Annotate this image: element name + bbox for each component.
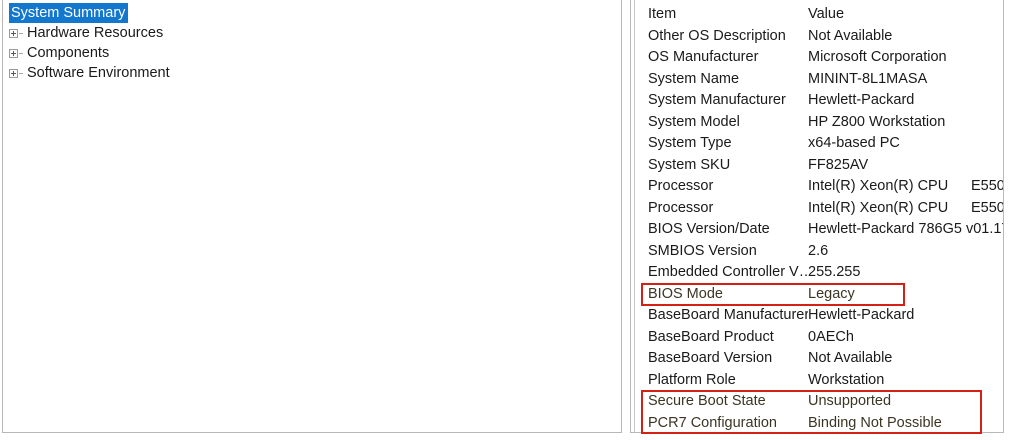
detail-item-value-secondary: E5506	[971, 199, 1003, 216]
tree-item-label: Components	[27, 45, 110, 61]
detail-row[interactable]: SMBIOS Version 2.6	[631, 241, 1003, 263]
detail-item-value: Binding Not Possible	[808, 414, 942, 431]
tree-item-label: Software Environment	[27, 65, 170, 81]
detail-item-value: 2.6	[808, 242, 829, 259]
detail-item-value: x64-based PC	[808, 135, 900, 151]
detail-row[interactable]: Processor Intel(R) Xeon(R) CPU E5506	[631, 198, 1003, 220]
expand-plus-icon[interactable]	[9, 48, 18, 58]
detail-item-name: Other OS Description	[648, 27, 786, 44]
expand-plus-icon[interactable]	[9, 68, 18, 78]
tree-item-system-summary[interactable]: System Summary	[3, 3, 621, 23]
expand-plus-icon[interactable]	[9, 28, 18, 38]
detail-row[interactable]: BaseBoard Version Not Available	[631, 348, 1003, 370]
detail-item-name: BIOS Version/Date	[648, 221, 770, 237]
detail-row[interactable]: System Manufacturer Hewlett-Packard	[631, 90, 1003, 112]
detail-row[interactable]: Platform Role Workstation	[631, 370, 1003, 392]
detail-row[interactable]: System Name MININT-8L1MASA	[631, 69, 1003, 91]
detail-item-value: Intel(R) Xeon(R) CPU	[808, 199, 949, 216]
detail-row[interactable]: Embedded Controller V…255.255	[631, 262, 1003, 284]
detail-item-value: MININT-8L1MASA	[808, 70, 928, 87]
detail-item-value: Not Available	[808, 350, 893, 366]
detail-item-name: Processor	[648, 199, 714, 216]
detail-item-name: System Model	[648, 113, 740, 130]
detail-item-value: Workstation	[808, 371, 885, 388]
tree-connector-line	[19, 73, 23, 74]
detail-item-value: Legacy	[808, 285, 855, 302]
tree-item-components[interactable]: Components	[3, 43, 621, 63]
detail-item-name: SMBIOS Version	[648, 242, 757, 259]
detail-item-value: FF825AV	[808, 156, 869, 173]
detail-item-name: Platform Role	[648, 371, 736, 388]
detail-item-name: BaseBoard Version	[648, 350, 773, 366]
detail-item-value: Hewlett-Packard	[808, 92, 915, 108]
tree-item-software-environment[interactable]: Software Environment	[3, 63, 621, 83]
detail-item-value-secondary: E5506	[971, 178, 1003, 194]
detail-column-header-row: Item Value	[631, 4, 1003, 26]
detail-item-name: System Type	[648, 135, 732, 151]
detail-item-name: System Name	[648, 70, 740, 87]
detail-row[interactable]: System Type x64-based PC	[631, 133, 1003, 155]
detail-item-name: BIOS Mode	[648, 285, 723, 302]
detail-row[interactable]: BIOS Mode Legacy	[631, 284, 1003, 306]
detail-item-value: Hewlett-Packard 786G5 v01.17, 8/	[808, 221, 1003, 237]
detail-row[interactable]: System SKU FF825AV	[631, 155, 1003, 177]
detail-row[interactable]: PCR7 Configuration Binding Not Possible	[631, 413, 1003, 433]
detail-row[interactable]: Processor Intel(R) Xeon(R) CPU E5506	[631, 176, 1003, 198]
detail-item-value: 0AECh	[808, 328, 854, 345]
tree-connector-line	[19, 33, 23, 34]
detail-item-value: Microsoft Corporation	[808, 49, 947, 65]
column-header-value[interactable]: Value	[808, 6, 845, 22]
detail-item-value: Intel(R) Xeon(R) CPU	[808, 178, 949, 194]
detail-item-value: Unsupported	[808, 393, 892, 409]
detail-row[interactable]: System Model HP Z800 Workstation	[631, 112, 1003, 134]
detail-item-name: System SKU	[648, 156, 731, 173]
detail-item-value: Not Available	[808, 27, 893, 44]
detail-row[interactable]: Secure Boot State Unsupported	[631, 391, 1003, 413]
detail-item-name: OS Manufacturer	[648, 49, 759, 65]
detail-row[interactable]: BIOS Version/Date Hewlett-Packard 786G5 v…	[631, 219, 1003, 241]
tree-item-label: Hardware Resources	[27, 25, 164, 41]
detail-item-name: PCR7 Configuration	[648, 414, 777, 431]
detail-row[interactable]: Other OS Description Not Available	[631, 26, 1003, 48]
tree-item-label: System Summary	[9, 3, 129, 23]
detail-item-value: 255.255	[808, 264, 861, 280]
detail-row[interactable]: BaseBoard Product 0AECh	[631, 327, 1003, 349]
detail-item-name: System Manufacturer	[648, 92, 786, 108]
tree-item-hardware-resources[interactable]: Hardware Resources	[3, 23, 621, 43]
column-header-item[interactable]: Item	[648, 6, 677, 22]
tree-connector-line	[19, 53, 23, 54]
detail-item-name: BaseBoard Product	[648, 328, 774, 345]
detail-item-name: Processor	[648, 178, 714, 194]
detail-item-value: HP Z800 Workstation	[808, 113, 946, 130]
detail-item-name: Embedded Controller V…	[648, 264, 808, 280]
detail-item-name: BaseBoard Manufacturer	[648, 307, 808, 323]
detail-row[interactable]: OS Manufacturer Microsoft Corporation	[631, 47, 1003, 69]
detail-item-value: Hewlett-Packard	[808, 307, 915, 323]
detail-item-name: Secure Boot State	[648, 393, 766, 409]
